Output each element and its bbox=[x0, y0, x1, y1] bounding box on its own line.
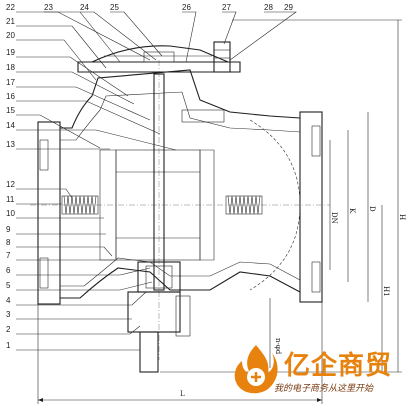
valve-body bbox=[30, 41, 330, 373]
callout-2: 2 bbox=[6, 325, 11, 334]
dim-L: L bbox=[180, 390, 185, 398]
callout-21: 21 bbox=[6, 17, 15, 26]
top-plug bbox=[213, 41, 231, 73]
callout-27: 27 bbox=[222, 3, 231, 12]
logo-slogan: 我的电子商务从这里开始 bbox=[274, 384, 374, 394]
callout-8: 8 bbox=[6, 238, 11, 247]
callout-16: 16 bbox=[6, 92, 15, 101]
callout-28: 28 bbox=[264, 3, 273, 12]
callout-25: 25 bbox=[110, 3, 119, 12]
spring-right bbox=[225, 195, 263, 215]
dim-D: D bbox=[368, 206, 376, 212]
callout-29: 29 bbox=[284, 3, 293, 12]
callout-15: 15 bbox=[6, 106, 15, 115]
callout-19: 19 bbox=[6, 48, 15, 57]
callout-17: 17 bbox=[6, 78, 15, 87]
callout-26: 26 bbox=[182, 3, 191, 12]
callout-9: 9 bbox=[6, 225, 11, 234]
callout-1: 1 bbox=[6, 341, 11, 350]
dimension-lines bbox=[37, 19, 402, 404]
logo-name: 亿企商贸 bbox=[284, 351, 393, 381]
callout-7: 7 bbox=[6, 251, 11, 260]
callout-4: 4 bbox=[6, 296, 11, 305]
callout-5: 5 bbox=[6, 281, 11, 290]
left-leader-lines bbox=[16, 11, 177, 351]
callout-14: 14 bbox=[6, 121, 15, 130]
callout-12: 12 bbox=[6, 180, 15, 189]
callout-3: 3 bbox=[6, 310, 11, 319]
callout-23: 23 bbox=[44, 3, 53, 12]
dim-H1: H1 bbox=[382, 286, 390, 297]
left-callouts: 22 21 20 19 18 17 16 15 14 13 12 11 10 9… bbox=[6, 3, 15, 350]
top-callouts: 23 24 25 26 27 28 29 bbox=[44, 3, 293, 12]
top-leader-lines bbox=[44, 11, 297, 63]
callout-24: 24 bbox=[80, 3, 89, 12]
callout-18: 18 bbox=[6, 63, 15, 72]
flame-logo-icon bbox=[234, 345, 278, 394]
dim-K: K bbox=[348, 208, 356, 214]
callout-6: 6 bbox=[6, 266, 11, 275]
dim-nd: n-φd bbox=[274, 338, 282, 355]
callout-13: 13 bbox=[6, 140, 15, 149]
drain-assembly bbox=[127, 261, 191, 373]
callout-22: 22 bbox=[6, 3, 15, 12]
callout-20: 20 bbox=[6, 31, 15, 40]
dim-DN: DN bbox=[330, 212, 338, 224]
callout-11: 11 bbox=[6, 195, 15, 204]
dim-H: H bbox=[398, 214, 406, 220]
spring-left bbox=[61, 195, 99, 215]
brand-logo: 亿企商贸 我的电子商务从这里开始 bbox=[230, 341, 408, 403]
callout-10: 10 bbox=[6, 209, 15, 218]
